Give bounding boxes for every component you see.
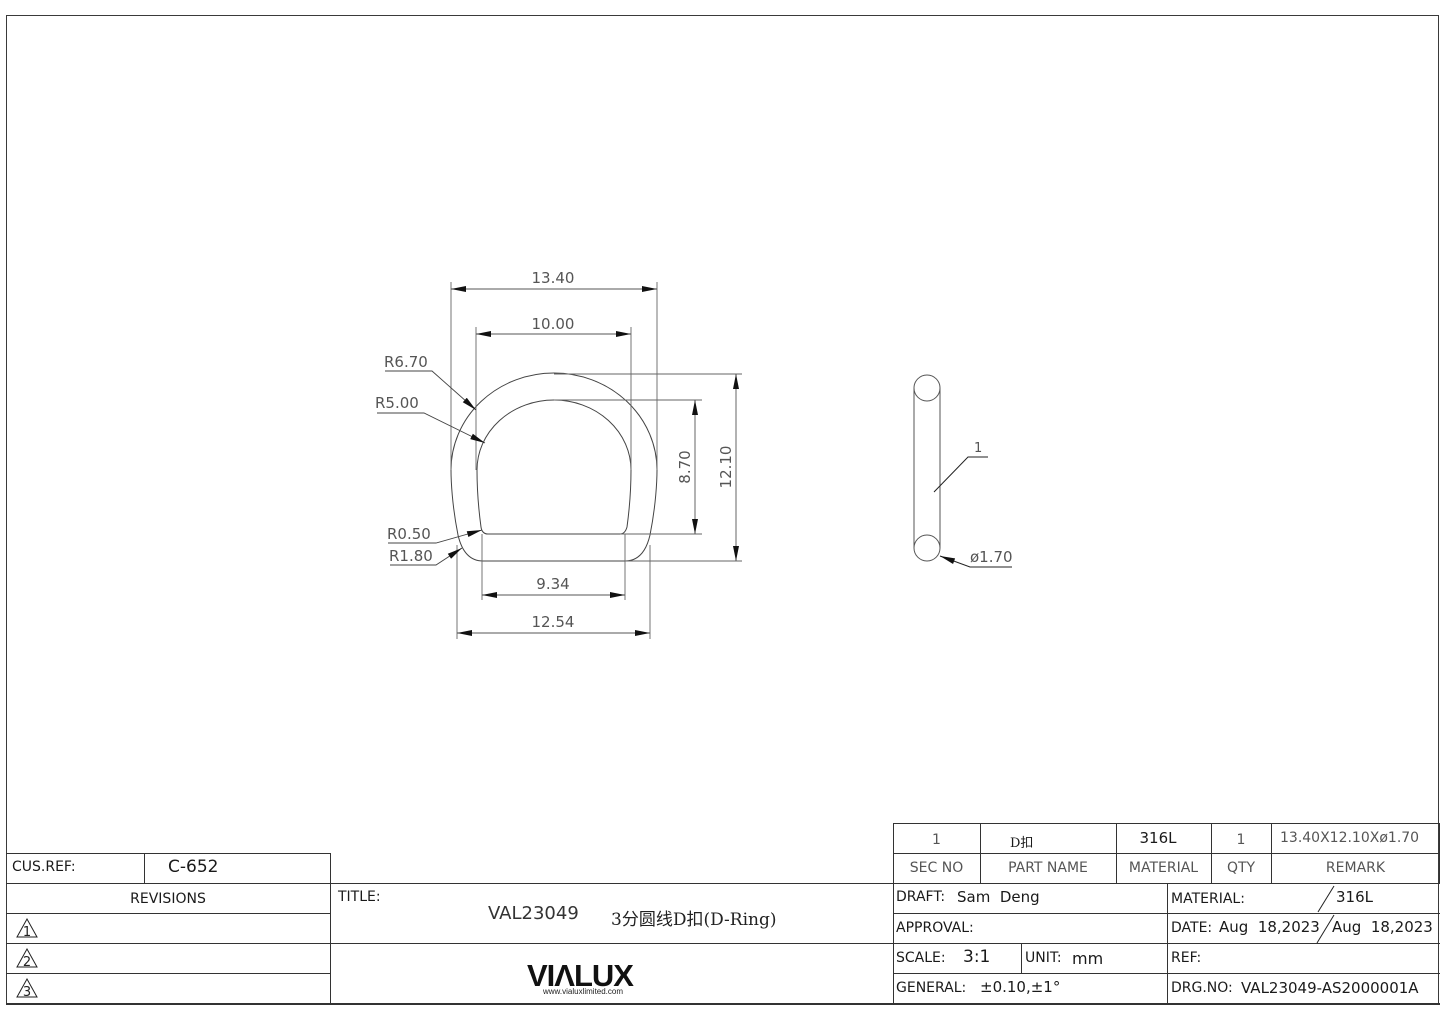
- revision-1-icon: 1: [16, 918, 38, 938]
- dim-inner-bottom-width: 9.34: [536, 575, 569, 593]
- draft-value: Sam Deng: [957, 888, 1040, 906]
- bom-header-sec-no: SEC NO: [909, 860, 964, 876]
- radius-inner-corner: R0.50: [387, 525, 431, 543]
- ref-label: REF:: [1171, 950, 1202, 966]
- drg-no-value: VAL23049-AS2000001A: [1241, 979, 1419, 997]
- revisions-label: REVISIONS: [130, 891, 206, 907]
- scale-value: 3:1: [963, 947, 991, 967]
- material-divider-slash: [1317, 885, 1335, 913]
- cus-ref-label: CUS.REF:: [12, 859, 76, 875]
- dim-inner-width: 10.00: [532, 315, 575, 333]
- svg-text:1: 1: [23, 925, 31, 938]
- general-label: GENERAL:: [896, 980, 967, 996]
- date-value-approval: Aug 18,2023: [1332, 918, 1433, 936]
- material-label: MATERIAL:: [1171, 891, 1245, 907]
- date-divider-slash: [1316, 914, 1335, 944]
- radius-outer-corner: R1.80: [389, 547, 433, 565]
- bom-header-remark: REMARK: [1325, 860, 1386, 876]
- outer-profile: [450, 372, 658, 562]
- drg-no-label: DRG.NO:: [1171, 980, 1233, 996]
- revision-3-icon: 3: [16, 978, 38, 998]
- title-name: 3分圆线D扣(D-Ring): [611, 910, 777, 930]
- inner-profile: [476, 399, 632, 535]
- general-value: ±0.10,±1°: [980, 978, 1061, 996]
- dim-inner-height: 8.70: [676, 450, 694, 483]
- svg-text:2: 2: [23, 955, 31, 968]
- company-url: www.vialuxlimited.com: [543, 987, 624, 996]
- radius-inner-arc: R5.00: [375, 394, 419, 412]
- cus-ref-value: C-652: [168, 857, 219, 877]
- dim-outer-bottom-width: 12.54: [532, 613, 575, 631]
- dim-wire-diameter: ø1.70: [970, 548, 1013, 566]
- dim-outer-width: 13.40: [532, 269, 575, 287]
- unit-label: UNIT:: [1025, 950, 1062, 966]
- drawing-frame: [6, 15, 1439, 1003]
- bom-header-part-name: PART NAME: [1008, 860, 1088, 876]
- title-code: VAL23049: [488, 903, 579, 924]
- date-value-draft: Aug 18,2023: [1219, 918, 1320, 936]
- title-label: TITLE:: [338, 889, 381, 905]
- company-logo: VIΛLUX: [527, 958, 634, 993]
- bom-sec-no: 1: [932, 832, 941, 848]
- dim-outer-height: 12.10: [717, 446, 735, 489]
- bom-header-qty: QTY: [1226, 860, 1256, 876]
- radius-outer-arc: R6.70: [384, 353, 428, 371]
- part-balloon: 1: [974, 441, 982, 456]
- bom-qty: 1: [1236, 832, 1246, 848]
- unit-value: mm: [1072, 949, 1104, 968]
- scale-label: SCALE:: [896, 950, 946, 966]
- date-label: DATE:: [1171, 920, 1213, 936]
- revision-2-icon: 2: [16, 948, 38, 968]
- approval-label: APPROVAL:: [896, 920, 974, 936]
- draft-label: DRAFT:: [896, 889, 946, 905]
- bom-material: 316L: [1139, 829, 1177, 847]
- bom-remark: 13.40X12.10Xø1.70: [1280, 830, 1420, 846]
- material-value: 316L: [1336, 888, 1373, 906]
- bom-part-name: D扣: [1010, 836, 1034, 851]
- bom-header-material: MATERIAL: [1128, 860, 1199, 876]
- svg-text:3: 3: [23, 985, 31, 998]
